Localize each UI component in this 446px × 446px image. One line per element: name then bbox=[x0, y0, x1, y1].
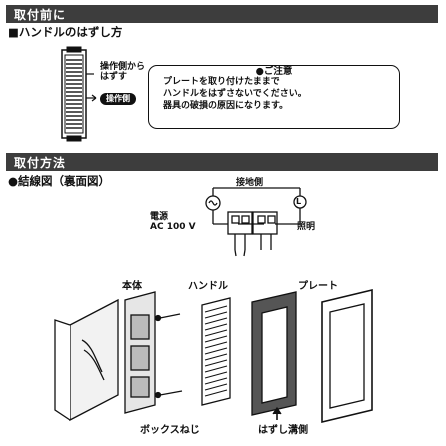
header-method-title: 取付方法 bbox=[14, 156, 67, 170]
handle-label: ハンドル bbox=[188, 281, 228, 292]
wiring-subtitle: ●結線図（裏面図） bbox=[8, 174, 111, 188]
header-before-title: 取付前に bbox=[14, 8, 67, 22]
handle-removal-subtitle: ■ハンドルのはずし方 bbox=[8, 25, 123, 39]
lamp-label: 照明 bbox=[297, 222, 316, 232]
notice-line-3: 器具の破損の原因になります。 bbox=[163, 101, 289, 111]
switch-front-illustration bbox=[61, 46, 97, 142]
power-label: 電源 AC 100 V bbox=[150, 212, 196, 232]
section-header-before: 取付前に bbox=[6, 5, 438, 23]
notice-box: ●ご注意 プレートを取り付けたままで ハンドルをはずさないでください。 器具の破… bbox=[148, 65, 400, 129]
lamp-symbol: L bbox=[296, 197, 302, 206]
plate-label: プレート bbox=[298, 281, 338, 292]
operating-side-badge: 操作側 bbox=[100, 93, 136, 105]
ground-side-label: 接地側 bbox=[236, 178, 264, 188]
notice-body: プレートを取り付けたままで ハンドルをはずさないでください。 器具の破損の原因に… bbox=[163, 76, 307, 112]
assembly-illustration bbox=[54, 288, 373, 424]
notice-line-2: ハンドルをはずさないでください。 bbox=[163, 89, 307, 99]
removal-groove-label: はずし溝側 bbox=[258, 425, 308, 436]
notice-line-1: プレートを取り付けたままで bbox=[163, 77, 280, 87]
notice-title: ●ご注意 bbox=[251, 66, 297, 77]
operating-side-note: 操作側から はずす bbox=[100, 62, 146, 82]
body-label: 本体 bbox=[122, 281, 142, 292]
section-header-method: 取付方法 bbox=[6, 153, 438, 171]
wiring-diagram bbox=[205, 187, 307, 257]
box-screw-label: ボックスねじ bbox=[140, 425, 200, 436]
